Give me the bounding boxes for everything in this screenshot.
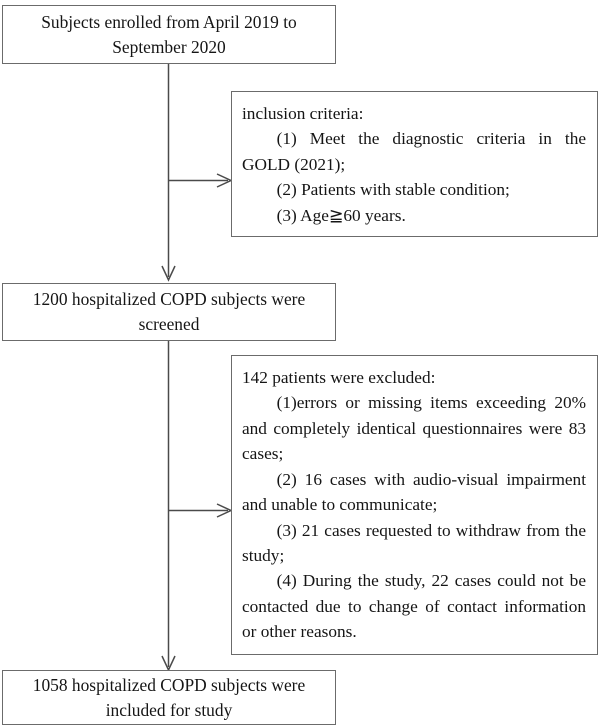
box-subjects-included-text: 1058 hospitalized COPD subjects were inc… bbox=[32, 674, 306, 720]
exclusion-criteria-item-4: (4) During the study, 22 cases could not… bbox=[242, 571, 586, 642]
exclusion-criteria-item-3: (3) 21 cases requested to withdraw from … bbox=[242, 520, 586, 565]
box-inclusion-criteria: inclusion criteria: (1) Meet the diagnos… bbox=[231, 91, 598, 237]
exclusion-criteria-heading: 142 patients were excluded: bbox=[242, 368, 436, 387]
box-subjects-enrolled: Subjects enrolled from April 2019 to Sep… bbox=[2, 5, 336, 64]
exclusion-criteria-item-2: (2) 16 cases with audio-visual impairmen… bbox=[242, 469, 586, 515]
box-subjects-included: 1058 hospitalized COPD subjects were inc… bbox=[2, 670, 336, 725]
exclusion-criteria-item-1: (1)errors or missing items exceeding 20%… bbox=[242, 393, 586, 464]
arrowhead-to-exclusion bbox=[216, 503, 233, 518]
inclusion-criteria-item-3: (3) Age≧60 years. bbox=[276, 205, 406, 225]
inclusion-criteria-item-2: (2) Patients with stable condition; bbox=[276, 180, 510, 200]
arrowhead-to-inclusion bbox=[216, 173, 233, 188]
box-subjects-enrolled-text: Subjects enrolled from April 2019 to Sep… bbox=[41, 11, 297, 57]
box-exclusion-criteria: 142 patients were excluded: (1)errors or… bbox=[231, 355, 598, 655]
arrowhead-to-screened bbox=[161, 265, 176, 282]
inclusion-criteria-item-1: (1) Meet the diagnostic criteria in the … bbox=[242, 129, 586, 174]
arrowhead-to-included bbox=[161, 655, 176, 672]
box-subjects-screened: 1200 hospitalized COPD subjects were scr… bbox=[2, 283, 336, 341]
inclusion-criteria-heading: inclusion criteria: bbox=[242, 104, 364, 123]
box-subjects-screened-text: 1200 hospitalized COPD subjects were scr… bbox=[32, 289, 306, 334]
